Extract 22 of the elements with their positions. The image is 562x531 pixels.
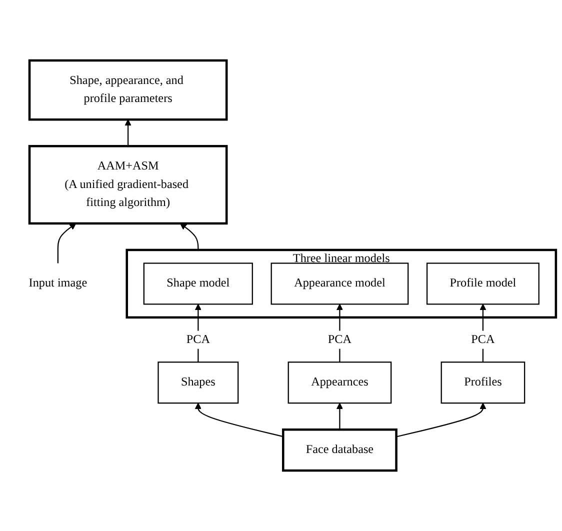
arrow xyxy=(336,304,344,362)
node-box: AAM+ASM (A unified gradient-based fitting algorithm) xyxy=(28,144,228,225)
edge-label: PCA xyxy=(471,332,495,346)
node-box: Profiles xyxy=(440,362,526,404)
edge-label: PCA xyxy=(328,332,352,346)
arrow xyxy=(180,223,199,250)
node-box: Shape model xyxy=(143,262,253,305)
node-box: Appearnces xyxy=(288,362,392,404)
arrow xyxy=(480,304,486,362)
node-box: Appearance model xyxy=(270,262,409,305)
edge-label: PCA xyxy=(186,332,210,346)
node-box: Face database xyxy=(282,428,398,472)
arrow xyxy=(57,223,76,264)
node-box: Shape, appearance, and profile parameters xyxy=(28,59,228,121)
arrow xyxy=(194,304,202,362)
arrow xyxy=(124,119,132,146)
node-box: Profile model xyxy=(426,262,540,305)
arrow xyxy=(194,402,284,438)
arrow xyxy=(396,402,486,438)
node-text: Input image xyxy=(28,276,88,290)
arrow xyxy=(336,402,344,430)
node-box: Shapes xyxy=(158,362,239,404)
